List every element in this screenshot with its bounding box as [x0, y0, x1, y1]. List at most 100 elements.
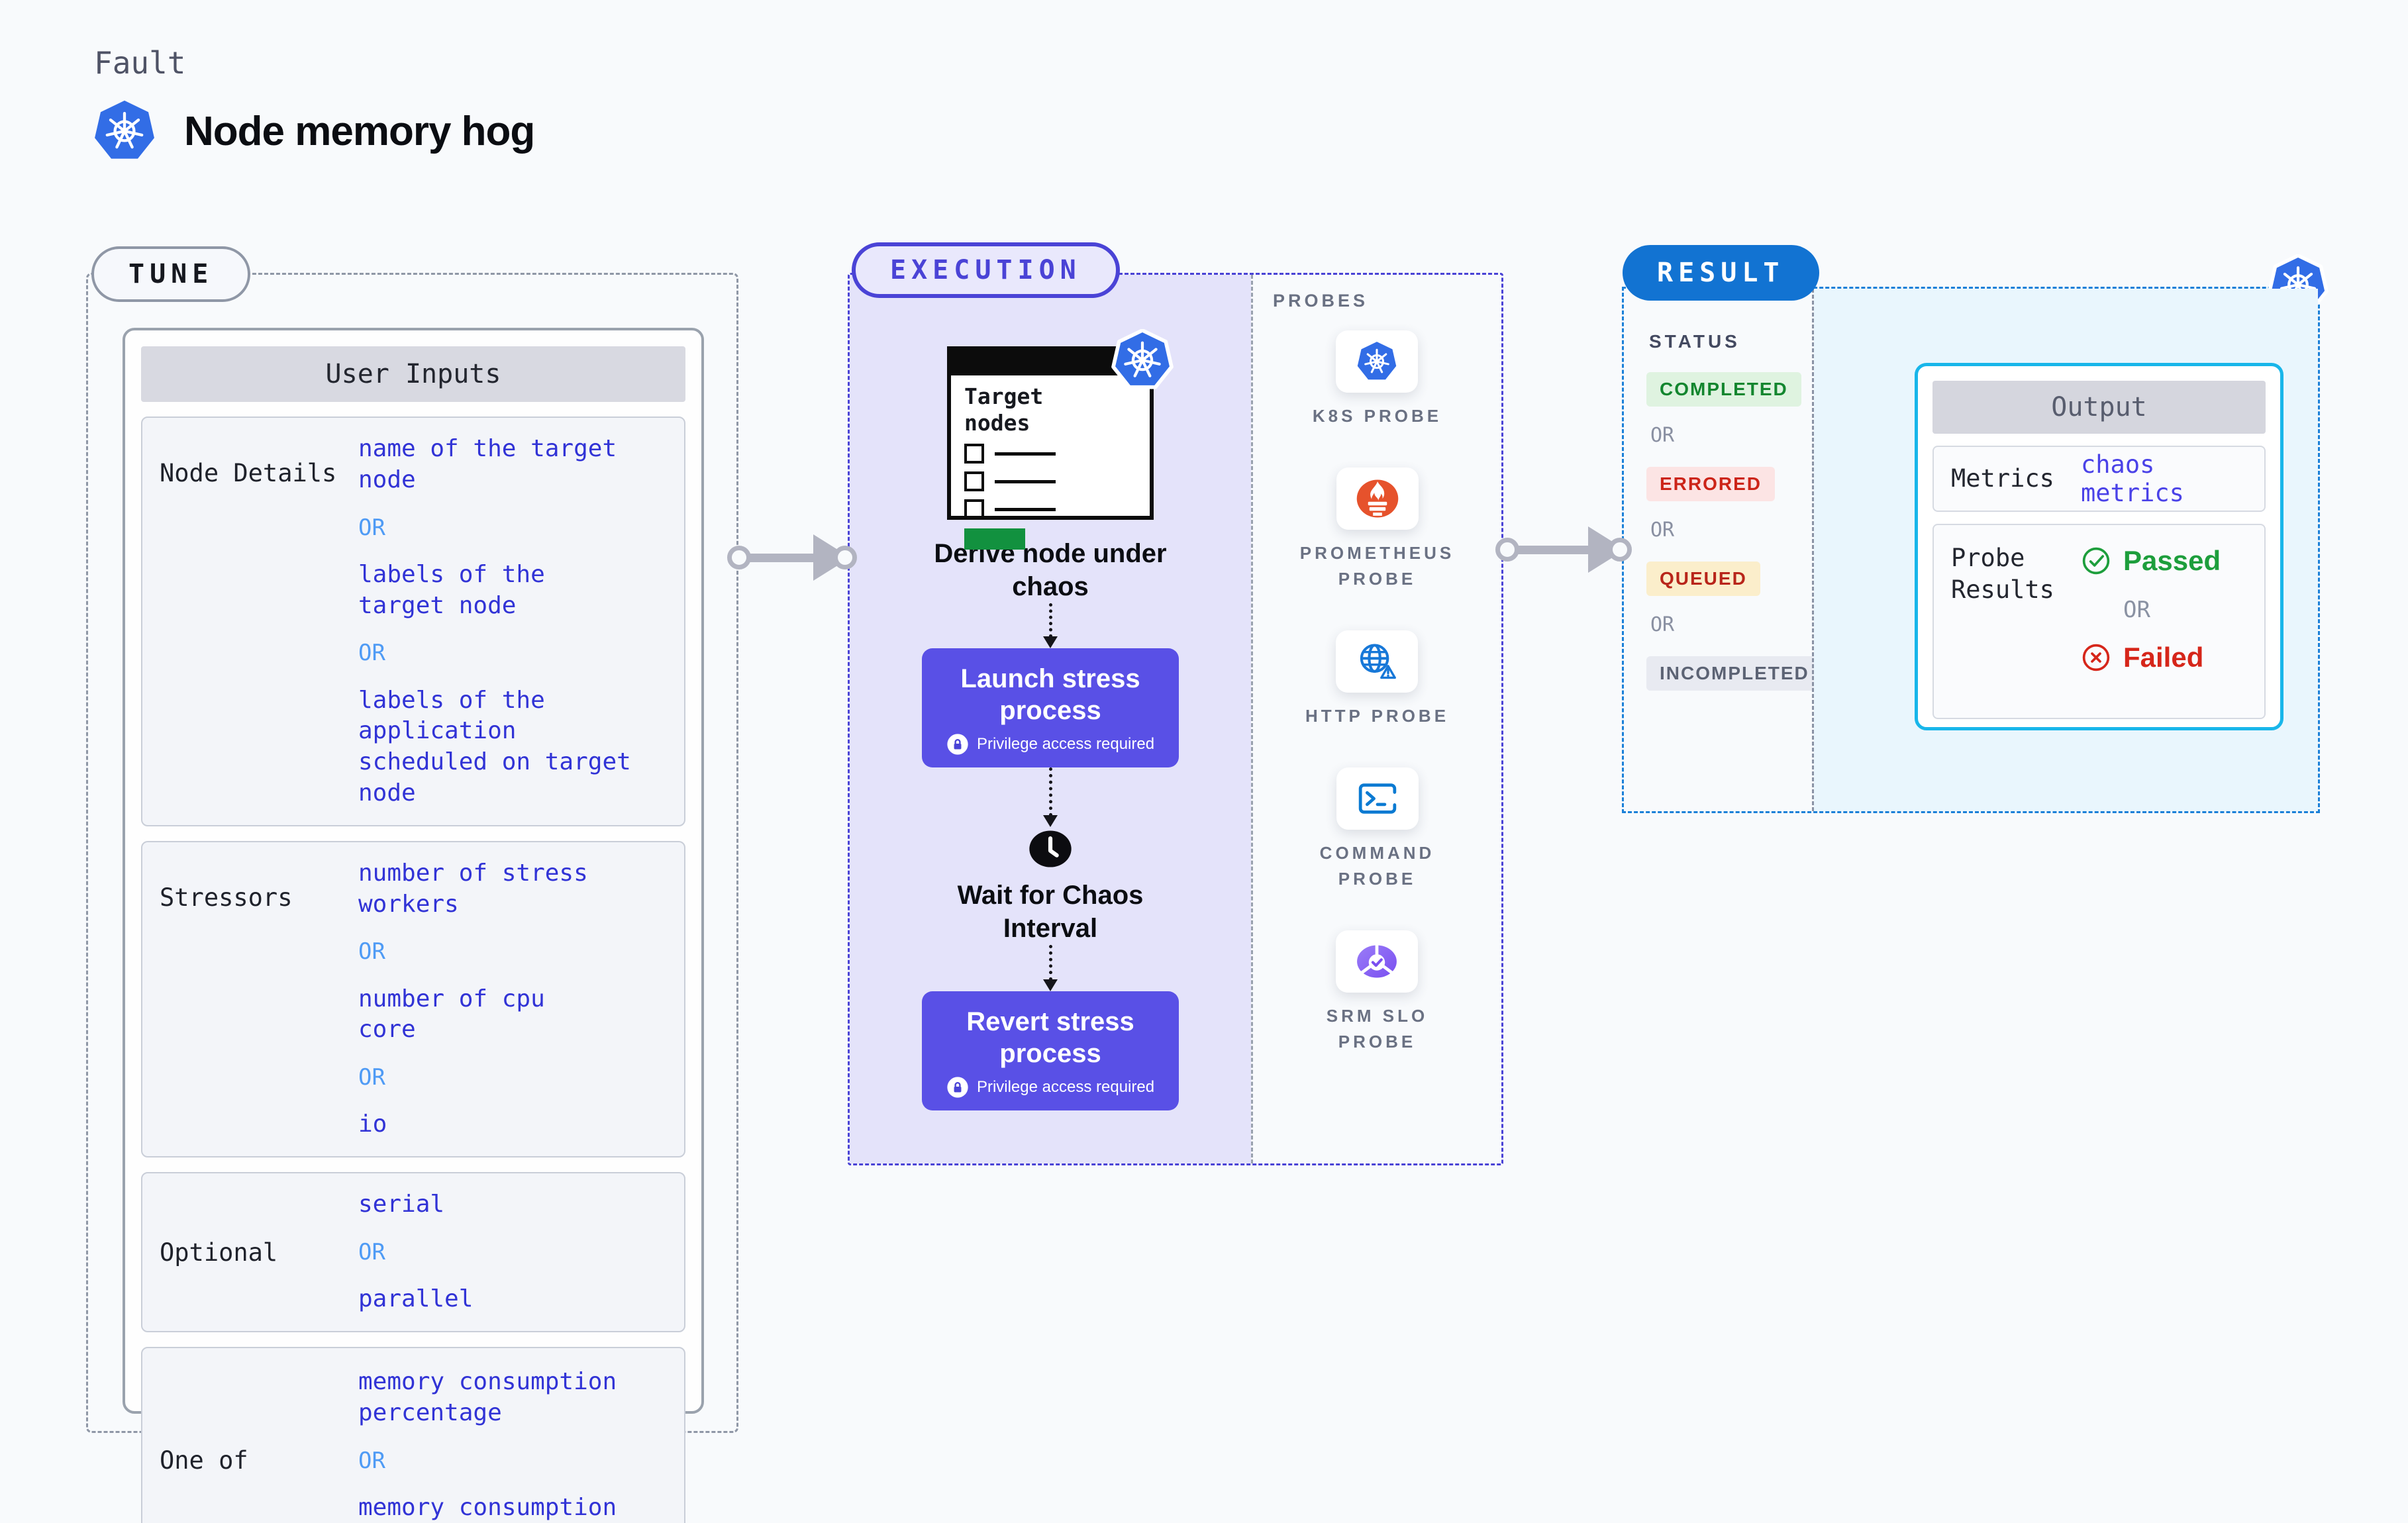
- status-badge-errored: ERRORED: [1646, 467, 1776, 501]
- row-values: name of the target node OR labels of the…: [358, 434, 667, 809]
- step-title: Revert stress process: [966, 1007, 1134, 1068]
- execution-badge: EXECUTION: [852, 242, 1120, 298]
- input-value: serial: [358, 1191, 445, 1218]
- probe-prometheus: PROMETHEUS PROBE: [1300, 467, 1454, 592]
- tune-badge: TUNE: [91, 246, 251, 302]
- input-value: memory consumption percentage: [358, 1368, 617, 1426]
- x-circle-icon: [2082, 644, 2110, 671]
- or-separator: OR: [1650, 518, 1675, 542]
- target-nodes-title: Target nodes: [964, 383, 1044, 436]
- status-panel: STATUS COMPLETED OR ERRORED OR QUEUED OR…: [1624, 289, 1823, 811]
- probe-command: COMMAND PROBE: [1320, 767, 1435, 892]
- probe-srm-slo: SRM SLO PROBE: [1327, 930, 1428, 1055]
- arrow-down-icon: [1043, 979, 1058, 991]
- output-card: Output Metrics chaos metrics Probe Resul…: [1915, 363, 2283, 730]
- revert-stress-process-step: Revert stress process Privilege access r…: [922, 971, 1197, 1110]
- divider: [1812, 289, 1814, 811]
- or-separator: OR: [1650, 613, 1675, 636]
- metrics-label: Metrics: [1951, 464, 2054, 493]
- metrics-row: Metrics chaos metrics: [1932, 446, 2266, 512]
- input-value: number of stress workers: [358, 859, 588, 918]
- check-circle-icon: [2082, 547, 2110, 575]
- probe-label: SRM SLO PROBE: [1326, 1006, 1429, 1052]
- result-badge: RESULT: [1623, 245, 1819, 301]
- probe-k8s: K8S PROBE: [1313, 330, 1442, 429]
- http-globe-icon: [1360, 644, 1397, 679]
- checkbox-line: [964, 471, 1136, 492]
- arrow-down-icon: [1043, 636, 1058, 648]
- target-nodes-illustration: Target nodes: [947, 328, 1174, 550]
- or-separator: OR: [358, 1064, 385, 1091]
- kubernetes-icon: [1111, 328, 1174, 391]
- input-value: name of the target node: [358, 435, 617, 493]
- row-label: Stressors: [160, 883, 293, 912]
- or-separator: OR: [2123, 597, 2150, 623]
- or-separator: OR: [1650, 424, 1675, 447]
- connector-dot: [833, 546, 857, 569]
- row-stressors: Stressors number of stress workers OR nu…: [141, 840, 685, 1158]
- command-terminal-icon: [1358, 783, 1396, 814]
- execution-flow: Target nodes Derive node under chaos Lau…: [850, 275, 1251, 1163]
- arrow-down-icon: [1043, 815, 1058, 827]
- result-section: STATUS COMPLETED OR ERRORED OR QUEUED OR…: [1622, 254, 2329, 813]
- status-badge-completed: COMPLETED: [1646, 372, 1801, 407]
- srm-slo-icon: [1357, 944, 1397, 978]
- probe-card: [1336, 767, 1419, 830]
- status-title: STATUS: [1649, 331, 1740, 352]
- dotted-connector: [1043, 767, 1058, 827]
- checkbox-icon: [964, 471, 984, 492]
- probe-card: [1336, 930, 1419, 993]
- input-value: io: [358, 1110, 387, 1138]
- connector-dot: [1495, 538, 1519, 562]
- probe-label: COMMAND PROBE: [1319, 843, 1435, 889]
- row-label: Optional: [160, 1238, 278, 1267]
- input-value: memory consumption mebibytes: [358, 1493, 617, 1521]
- input-value: labels of the target node: [358, 560, 545, 619]
- or-separator: OR: [358, 1447, 385, 1474]
- checkbox-icon: [964, 444, 984, 464]
- input-value: parallel: [358, 1285, 474, 1313]
- wait-caption: Wait for Chaos Interval: [957, 881, 1144, 943]
- passed-label: Passed: [2123, 545, 2221, 576]
- probe-http: HTTP PROBE: [1305, 630, 1449, 729]
- probe-label: HTTP PROBE: [1305, 706, 1450, 726]
- metrics-value: chaos metrics: [2081, 450, 2184, 507]
- prometheus-icon: [1356, 479, 1398, 518]
- checkbox-icon: [964, 499, 984, 520]
- checkbox-line: [964, 444, 1136, 464]
- connector-dot: [1608, 538, 1632, 562]
- probe-card: [1336, 467, 1419, 530]
- checkbox-line: [964, 499, 1136, 520]
- privilege-note: Privilege access required: [976, 735, 1155, 753]
- privilege-note: Privilege access required: [976, 1078, 1155, 1096]
- input-value: number of cpu core: [358, 985, 545, 1044]
- lock-icon: [947, 1077, 968, 1098]
- probe-card: [1336, 330, 1419, 393]
- probes-panel: PROBES K8S PROBE: [1251, 275, 1501, 1163]
- input-value: labels of the application scheduled on t…: [358, 686, 631, 807]
- page-title: Node memory hog: [184, 108, 535, 154]
- row-values: serial OR parallel: [358, 1189, 667, 1315]
- row-one-of: One of memory consumption percentage OR …: [141, 1346, 685, 1523]
- step-title: Launch stress process: [960, 664, 1140, 725]
- row-node-details: Node Details name of the target node OR …: [141, 417, 685, 826]
- user-inputs-header: User Inputs: [141, 346, 685, 402]
- kubernetes-icon: [93, 99, 156, 163]
- clock-icon: [1029, 830, 1072, 867]
- flow-arrow-icon: [727, 534, 857, 581]
- status-badge-incompleted: INCOMPLETED: [1646, 656, 1823, 691]
- green-button-shape: [964, 528, 1025, 550]
- lock-icon: [947, 734, 968, 755]
- or-separator: OR: [358, 938, 385, 965]
- output-header: Output: [1932, 381, 2266, 434]
- or-separator: OR: [358, 1238, 385, 1265]
- failed-label: Failed: [2123, 642, 2204, 673]
- row-values: number of stress workers OR number of cp…: [358, 858, 667, 1140]
- probes-title: PROBES: [1273, 291, 1369, 311]
- page-header: Node memory hog: [93, 99, 535, 163]
- row-values: memory consumption percentage OR memory …: [358, 1367, 667, 1523]
- probe-label: PROMETHEUS PROBE: [1299, 543, 1455, 589]
- row-label: Node Details: [160, 459, 337, 487]
- status-badge-queued: QUEUED: [1646, 562, 1760, 596]
